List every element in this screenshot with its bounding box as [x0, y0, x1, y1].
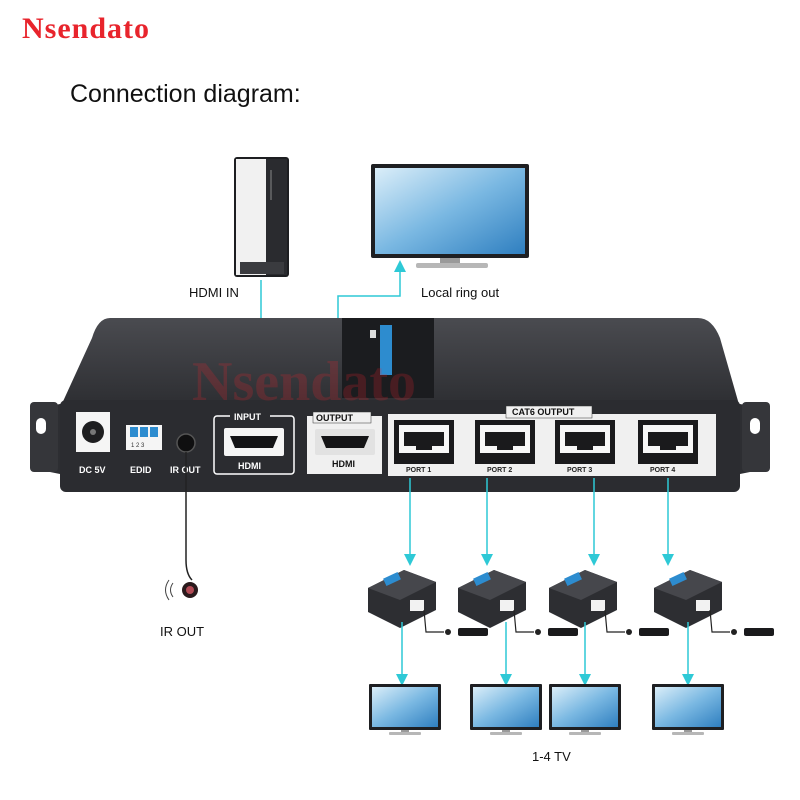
local-monitor-icon — [371, 164, 529, 268]
tv-count-label: 1-4 TV — [532, 749, 571, 764]
receiver-icon — [368, 570, 488, 686]
edid-switch-numbers: 1 2 3 — [131, 443, 145, 449]
rj45-port-2[interactable] — [475, 420, 535, 464]
port-label-4: PORT 4 — [650, 467, 675, 474]
tv-icon — [369, 684, 441, 735]
output-label: OUTPUT — [316, 413, 354, 423]
tv-icon — [549, 684, 621, 735]
cat6-output-label: CAT6 OUTPUT — [512, 407, 575, 417]
rj45-port-4[interactable] — [638, 420, 698, 464]
port-label-1: PORT 1 — [406, 467, 431, 474]
dc-label: DC 5V — [79, 465, 106, 475]
pc-tower-icon — [234, 157, 289, 277]
output-hdmi-label: HDMI — [332, 459, 355, 469]
local-ring-out-label: Local ring out — [421, 285, 500, 300]
hdmi-in-label: HDMI IN — [189, 285, 239, 300]
receiver-icon — [654, 570, 774, 686]
rj45-port-1[interactable] — [394, 420, 454, 464]
port-label-3: PORT 3 — [567, 467, 592, 474]
edid-label: EDID — [130, 465, 152, 475]
hdmi-input-port[interactable] — [224, 428, 284, 456]
ir-out-cable — [185, 452, 193, 581]
receiver-icon — [549, 570, 669, 686]
receiver-icon — [458, 570, 578, 686]
watermark: Nsendato — [192, 351, 416, 413]
page-title: Connection diagram: — [70, 80, 301, 108]
edid-dip-switch[interactable] — [126, 425, 162, 450]
port-label-2: PORT 2 — [487, 467, 512, 474]
tv-icon — [652, 684, 724, 735]
brand-logo: Nsendato — [22, 12, 151, 45]
ir-emitter-icon — [165, 579, 198, 601]
input-label: INPUT — [234, 412, 262, 422]
ir-out-cable-label: IR OUT — [160, 624, 205, 639]
rj45-port-3[interactable] — [555, 420, 615, 464]
tv-icon — [470, 684, 542, 735]
ir-out-jack[interactable] — [176, 433, 196, 453]
input-hdmi-label: HDMI — [238, 461, 261, 471]
hdmi-output-port[interactable] — [315, 429, 375, 455]
dc-jack — [76, 412, 110, 452]
